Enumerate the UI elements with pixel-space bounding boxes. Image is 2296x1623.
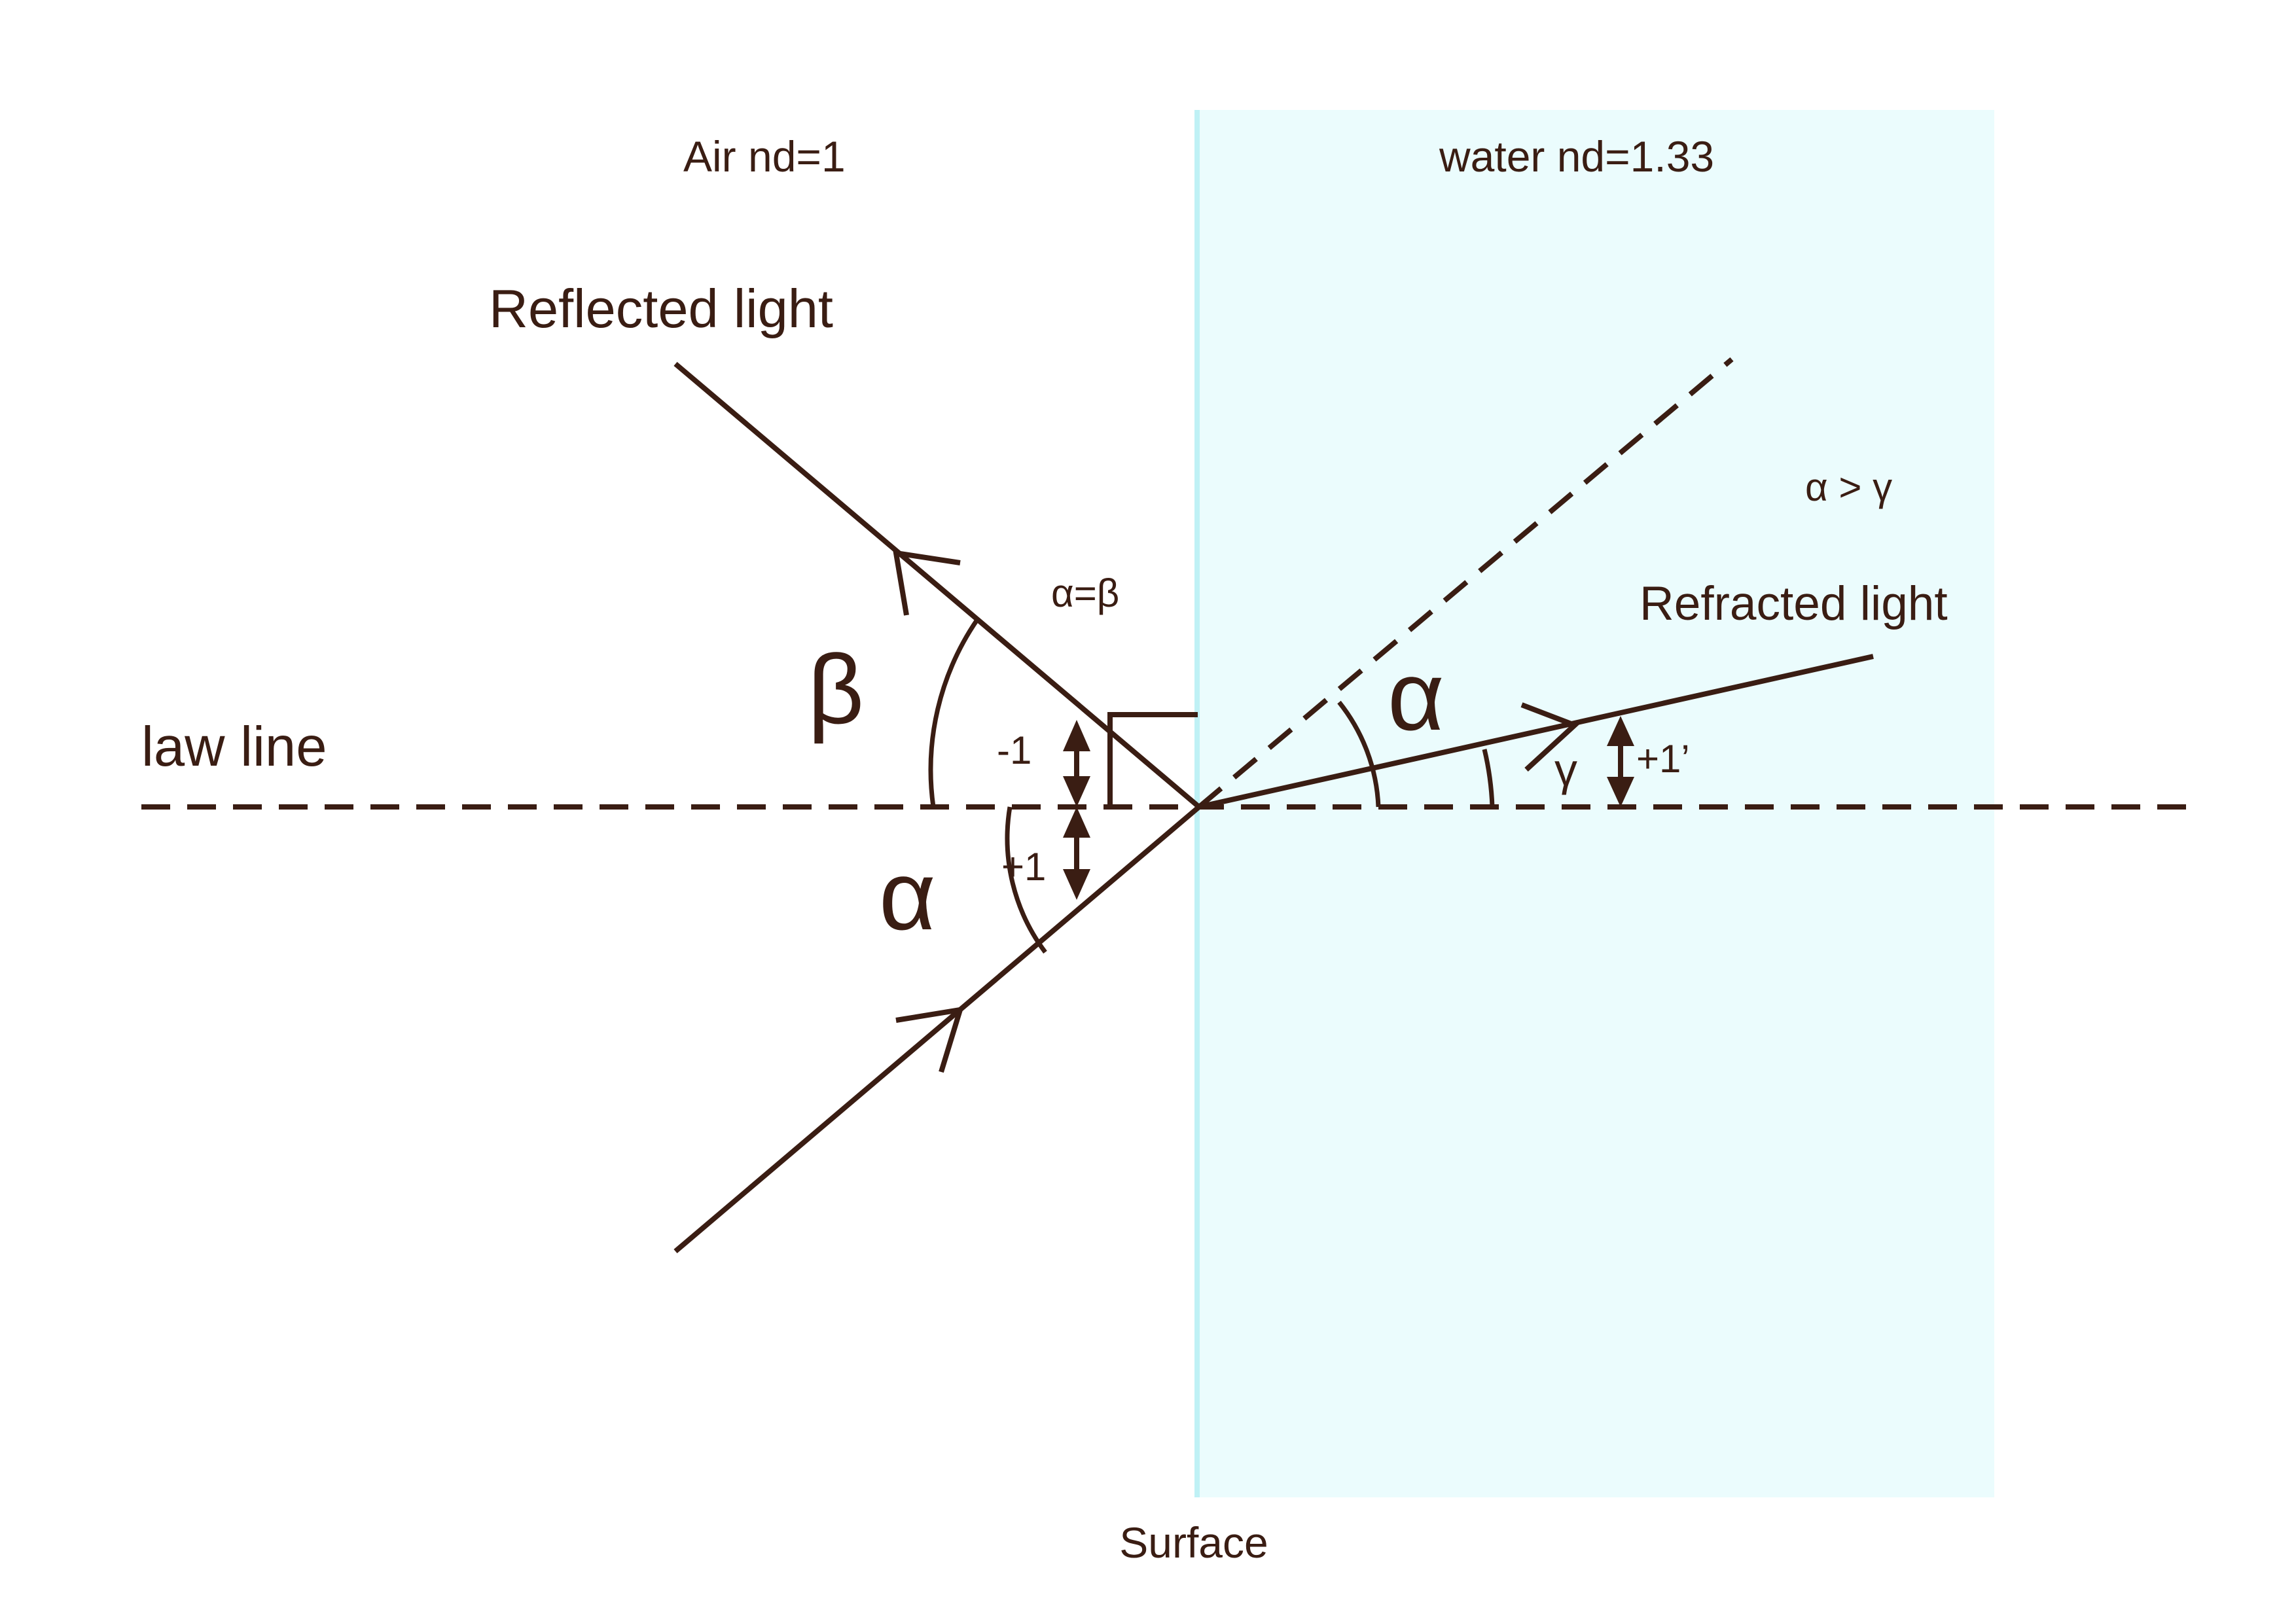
incident-extension-line: [1197, 357, 1734, 810]
right-angle-marker: [1107, 712, 1198, 807]
refracted-ray-arrowhead: [1520, 702, 1580, 772]
minus-one-arrow: [1063, 720, 1090, 807]
water-label: water nd=1.33: [1439, 132, 1714, 181]
air-label: Air nd=1: [683, 132, 846, 181]
reflected-ray-arrowhead: [893, 550, 961, 616]
beta-symbol: β: [808, 634, 864, 744]
alpha-extension-arc: [1337, 700, 1381, 808]
reflected-light-label: Reflected light: [489, 278, 833, 339]
incident-ray: [673, 804, 1201, 1254]
incident-ray-arrowhead: [895, 1007, 964, 1073]
alpha-angle-arc: [1005, 806, 1047, 954]
reflected-ray: [673, 361, 1201, 810]
surface-label: Surface: [1119, 1518, 1268, 1567]
minus-one-label: -1: [997, 728, 1031, 772]
alpha-gamma-relation: α > γ: [1805, 465, 1892, 509]
plus-one-arrow: [1063, 807, 1090, 900]
refracted-light-label: Refracted light: [1640, 577, 1948, 630]
beta-angle-arc: [928, 618, 979, 808]
plus-one-prime-arrow: [1607, 716, 1634, 807]
plus-one-label: +1: [1001, 845, 1046, 889]
plus-one-prime-label: +1’: [1636, 737, 1690, 781]
gamma-angle-arc: [1482, 749, 1495, 808]
alpha-symbol-incident: α: [879, 840, 936, 950]
law-line-label: law line: [141, 716, 327, 778]
alpha-beta-relation: α=β: [1051, 571, 1119, 615]
refracted-ray: [1198, 654, 1874, 810]
water-region: [1195, 110, 1994, 1497]
gamma-symbol: γ: [1554, 744, 1577, 795]
alpha-symbol-extension: α: [1388, 641, 1444, 751]
